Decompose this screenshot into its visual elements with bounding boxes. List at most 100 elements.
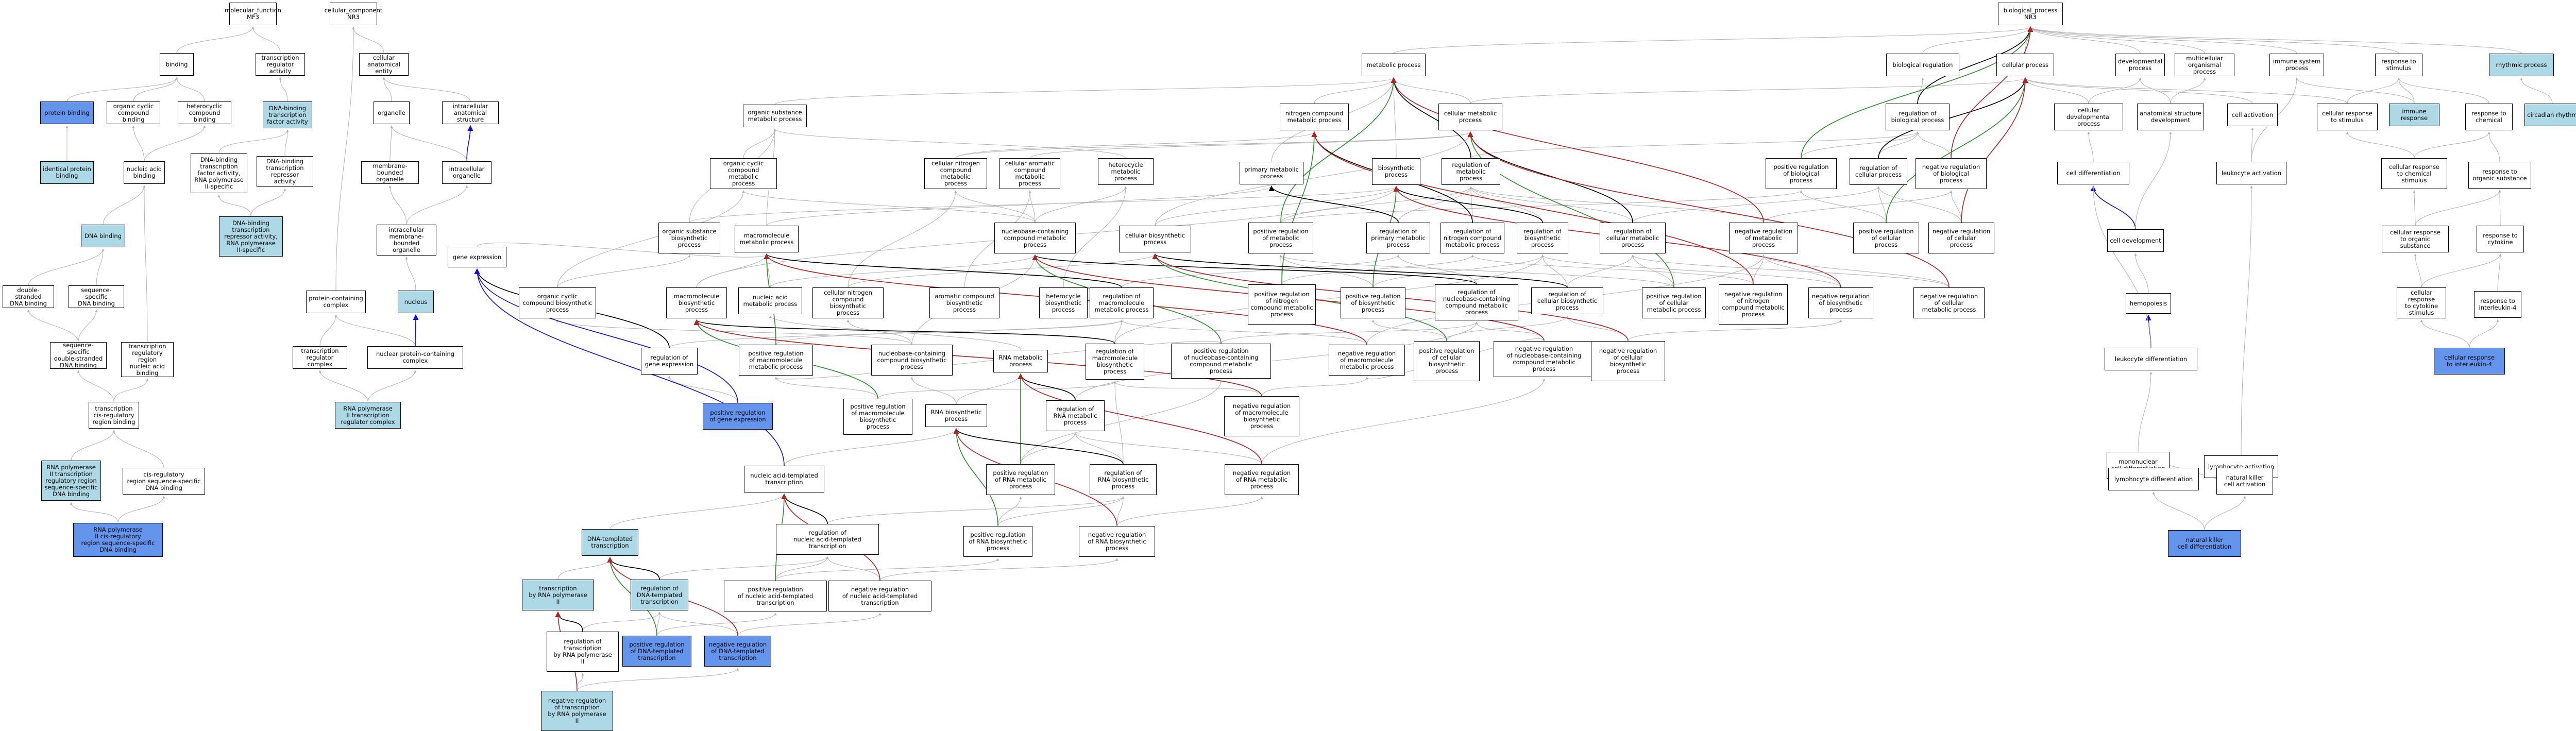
go-term-rnbccmp[interactable]: regulation of nucleobase-containing comp…: [1435, 284, 1518, 320]
go-term-hcb[interactable]: heterocyclic compound binding: [178, 101, 231, 124]
go-term-cbsp[interactable]: cellular biosynthetic process: [1119, 226, 1191, 252]
go-term-rtil4[interactable]: response to interleukin-4: [2474, 291, 2521, 318]
go-term-prdtt[interactable]: positive regulation of DNA-templated tra…: [622, 636, 691, 667]
go-term-prmbsp[interactable]: positive regulation of macromolecule bio…: [843, 399, 912, 435]
go-term-mbo[interactable]: membrane-bounded organelle: [361, 161, 419, 184]
go-term-dbtfa2[interactable]: DNA-binding transcription factor activit…: [191, 153, 247, 193]
go-term-prmp[interactable]: positive regulation of metabolic process: [1248, 223, 1313, 253]
go-term-prcmp[interactable]: positive regulation of cellular metaboli…: [1642, 287, 1706, 318]
go-term-nkca[interactable]: natural killer cell activation: [2216, 468, 2273, 495]
go-term-rrnamp[interactable]: regulation of RNA metabolic process: [1046, 400, 1105, 431]
go-term-celldiff[interactable]: cell differentiation: [2057, 162, 2129, 184]
go-term-osmp[interactable]: organic substance metabolic process: [743, 105, 807, 127]
go-term-nrmmp[interactable]: negative regulation of macromolecule met…: [1329, 345, 1405, 376]
go-term-biolreg[interactable]: biological regulation: [1886, 54, 1959, 76]
go-term-nbccmp[interactable]: nucleobase-containing compound metabolic…: [994, 223, 1076, 253]
go-term-geneexp[interactable]: gene expression: [448, 247, 506, 267]
go-term-rtos[interactable]: response to organic substance: [2468, 162, 2531, 189]
go-term-prbsp[interactable]: positive regulation of biosynthetic proc…: [1341, 287, 1405, 318]
go-term-rnap2trc[interactable]: RNA polymerase II transcription regulato…: [335, 402, 401, 429]
go-term-prbp[interactable]: positive regulation of biological proces…: [1766, 158, 1837, 189]
go-term-rbp[interactable]: regulation of biological process: [1886, 104, 1950, 130]
go-term-rnatt[interactable]: regulation of nucleic acid-templated tra…: [776, 524, 879, 555]
go-term-lymdiff[interactable]: lymphocyte differentiation: [2108, 468, 2199, 490]
go-term-celldev[interactable]: cell development: [2107, 229, 2164, 252]
go-term-cmp[interactable]: cellular metabolic process: [1438, 104, 1502, 130]
go-term-dtt[interactable]: DNA-templated transcription: [582, 529, 638, 556]
go-term-ir[interactable]: immune response: [2389, 104, 2439, 126]
go-term-cc[interactable]: cellular_component NR3: [325, 3, 382, 25]
go-term-crcs[interactable]: cellular response to chemical stimulus: [2381, 158, 2447, 189]
go-term-nucleus[interactable]: nucleus: [398, 291, 434, 313]
go-term-hbsp[interactable]: heterocycle biosynthetic process: [1039, 287, 1088, 318]
go-term-nrrnamp[interactable]: negative regulation of RNA metabolic pro…: [1225, 464, 1299, 495]
go-term-nrmbsp[interactable]: negative regulation of macromolecule bio…: [1224, 396, 1299, 436]
go-term-ncmp[interactable]: nitrogen compound metabolic process: [1280, 104, 1349, 130]
go-term-occmp[interactable]: organic cyclic compound metabolic proces…: [710, 158, 777, 189]
go-term-rnabsp[interactable]: RNA biosynthetic process: [925, 404, 987, 427]
go-term-organelle[interactable]: organelle: [374, 101, 410, 124]
go-term-imbo[interactable]: intracellular membrane-bounded organelle: [377, 225, 436, 256]
go-term-dsdb[interactable]: double-stranded DNA binding: [3, 285, 54, 308]
go-term-ca[interactable]: cell activation: [2227, 104, 2278, 126]
go-term-prcp[interactable]: positive regulation of cellular process: [1853, 223, 1919, 253]
go-term-rts[interactable]: response to stimulus: [2375, 54, 2422, 76]
go-term-rge[interactable]: regulation of gene expression: [641, 348, 698, 375]
go-term-trnap2[interactable]: transcription by RNA polymerase II: [522, 580, 594, 610]
go-term-asd[interactable]: anatomical structure development: [2137, 104, 2204, 130]
go-term-prnatt[interactable]: positive regulation of nucleic acid-temp…: [724, 581, 827, 611]
go-term-crs[interactable]: cellular response to stimulus: [2317, 104, 2378, 130]
go-term-nrnatt[interactable]: negative regulation of nucleic acid-temp…: [828, 581, 931, 611]
go-term-nrtrnap2[interactable]: negative regulation of transcription by …: [541, 691, 613, 731]
go-term-osbp[interactable]: organic substance biosynthetic process: [658, 223, 720, 253]
go-term-isp[interactable]: immune system process: [2269, 54, 2324, 76]
go-term-devp[interactable]: developmental process: [2115, 54, 2165, 76]
go-term-nbccbsp[interactable]: nucleobase-containing compound biosynthe…: [871, 345, 953, 376]
go-term-mf[interactable]: molecular_function MF3: [225, 3, 281, 25]
go-term-cacmp[interactable]: cellular aromatic compound metabolic pro…: [999, 158, 1060, 189]
go-term-cncbsp[interactable]: cellular nitrogen compound biosynthetic …: [812, 287, 884, 318]
go-term-nrdtt[interactable]: negative regulation of DNA-templated tra…: [704, 636, 771, 667]
go-term-cncmp[interactable]: cellular nitrogen compound metabolic pro…: [924, 158, 987, 189]
go-term-nrbsp[interactable]: negative regulation of biosynthetic proc…: [1808, 287, 1873, 318]
go-term-prge[interactable]: positive regulation of gene expression: [703, 403, 773, 430]
go-term-prnbccmp[interactable]: positive regulation of nucleobase-contai…: [1171, 344, 1271, 379]
go-term-nab[interactable]: nucleic acid binding: [124, 161, 165, 184]
go-term-namp[interactable]: nucleic acid metabolic process: [738, 287, 802, 314]
go-term-acbsp[interactable]: aromatic compound biosynthetic process: [929, 287, 999, 318]
go-term-rtrnap2[interactable]: regulation of transcription by RNA polym…: [547, 632, 619, 672]
go-term-nrcmp[interactable]: negative regulation of cellular metaboli…: [1913, 287, 1985, 318]
go-term-dnab[interactable]: DNA binding: [81, 225, 125, 247]
go-term-rcp[interactable]: regulation of cellular process: [1850, 158, 1907, 185]
go-term-rdtt[interactable]: regulation of DNA-templated transcriptio…: [631, 580, 688, 610]
go-term-trc[interactable]: transcription regulator complex: [293, 346, 347, 369]
go-term-mp[interactable]: metabolic process: [1362, 54, 1426, 76]
go-term-nrnbccmp[interactable]: negative regulation of nucleobase-contai…: [1494, 341, 1595, 377]
go-term-prcbsp[interactable]: positive regulation of cellular biosynth…: [1414, 341, 1480, 381]
go-term-crtcs[interactable]: cellular response to cytokine stimulus: [2397, 287, 2446, 318]
go-term-dbtra2[interactable]: DNA-binding transcription repressor acti…: [219, 216, 283, 257]
go-term-mop[interactable]: multicellular organismal process: [2175, 54, 2234, 76]
go-term-nrbp[interactable]: negative regulation of biological proces…: [1916, 158, 1987, 189]
go-term-dbtfa[interactable]: DNA-binding transcription factor activit…: [263, 101, 312, 128]
go-term-rnap2crr[interactable]: RNA polymerase II cis-regulatory region …: [73, 523, 163, 557]
go-term-rrnabsp[interactable]: regulation of RNA biosynthetic process: [1090, 464, 1157, 495]
go-term-prrnamp[interactable]: positive regulation of RNA metabolic pro…: [986, 464, 1055, 495]
go-term-rnamp[interactable]: RNA metabolic process: [993, 350, 1048, 372]
go-term-binding[interactable]: binding: [160, 53, 194, 76]
go-term-crrsdb[interactable]: cis-regulatory region sequence-specific …: [123, 468, 205, 495]
go-term-mbsp[interactable]: macromolecule biosynthetic process: [666, 287, 727, 318]
go-term-rmbsp[interactable]: regulation of macromolecule biosynthetic…: [1086, 344, 1144, 380]
go-term-dbtra[interactable]: DNA-binding transcription repressor acti…: [257, 156, 313, 187]
go-term-ssdsdb[interactable]: sequence-specific double-stranded DNA bi…: [50, 342, 107, 369]
go-term-nrcbsp[interactable]: negative regulation of cellular biosynth…: [1591, 341, 1665, 381]
go-term-cdp[interactable]: cellular developmental process: [2054, 104, 2123, 130]
go-term-prncmp[interactable]: positive regulation of nitrogen compound…: [1248, 284, 1316, 325]
go-term-nrncmp[interactable]: negative regulation of nitrogen compound…: [1719, 284, 1788, 325]
go-term-nrcp[interactable]: negative regulation of cellular process: [1928, 223, 1994, 253]
go-term-protbind[interactable]: protein binding: [40, 101, 94, 124]
go-term-idpb[interactable]: identical protein binding: [40, 161, 94, 184]
go-term-nkcd[interactable]: natural killer cell differentiation: [2168, 530, 2241, 557]
go-term-crtos[interactable]: cellular response to organic substance: [2382, 226, 2449, 252]
go-term-pcc[interactable]: protein-containing complex: [306, 291, 366, 313]
